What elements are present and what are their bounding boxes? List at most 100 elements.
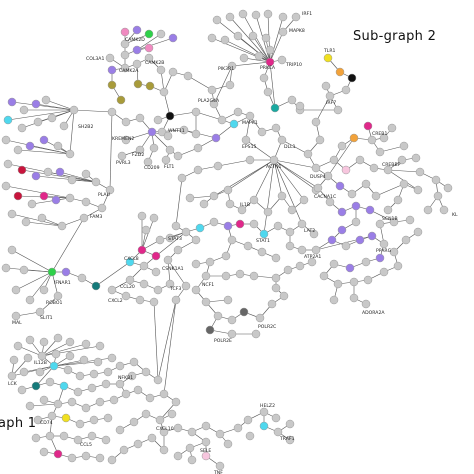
node-x42 bbox=[297, 219, 307, 229]
node-c13 bbox=[144, 53, 154, 63]
node-x75 bbox=[181, 281, 191, 291]
node-b5 bbox=[65, 337, 75, 347]
node-x72 bbox=[191, 235, 201, 245]
node-b96 bbox=[215, 461, 225, 471]
node-t1 bbox=[212, 15, 222, 25]
node-y11 bbox=[139, 279, 149, 289]
node-l5 bbox=[3, 115, 13, 125]
node-l38 bbox=[97, 203, 107, 213]
node-r69 bbox=[349, 293, 359, 303]
edge-l39-l45 bbox=[11, 249, 53, 273]
node-b42 bbox=[95, 397, 105, 407]
node-b72 bbox=[173, 423, 183, 433]
edge-b36-x76 bbox=[157, 299, 177, 381]
node-m1 bbox=[107, 107, 117, 117]
node-l50 bbox=[35, 307, 45, 317]
node-x31 bbox=[171, 221, 181, 231]
node-b50 bbox=[47, 411, 57, 421]
node-x61 bbox=[307, 257, 317, 267]
node-label-x45: ATP2A1 bbox=[304, 254, 321, 260]
node-x17 bbox=[193, 165, 203, 175]
edge-t11-t17 bbox=[237, 35, 271, 63]
node-label-y15: CXCL2 bbox=[108, 298, 123, 304]
node-x8 bbox=[241, 135, 251, 145]
node-c12 bbox=[132, 59, 142, 69]
node-r38 bbox=[311, 163, 321, 173]
node-l27 bbox=[13, 191, 23, 201]
node-x63 bbox=[201, 297, 211, 307]
node-label-c13: CAMK2B bbox=[145, 60, 164, 66]
node-y8 bbox=[139, 261, 149, 271]
edge-x8-x14 bbox=[245, 139, 275, 161]
node-l11 bbox=[1, 135, 11, 145]
node-label-r20: CREBBP bbox=[382, 162, 401, 168]
node-l34 bbox=[21, 217, 31, 227]
node-label-r44: CACNA1C bbox=[314, 194, 336, 200]
node-m5 bbox=[163, 131, 173, 141]
node-b70 bbox=[167, 409, 177, 419]
node-label-x74: CSNK1A1 bbox=[162, 266, 184, 272]
node-b19 bbox=[49, 361, 59, 371]
node-c16 bbox=[107, 80, 117, 90]
node-c19 bbox=[145, 81, 155, 91]
node-label-m7: FZD2 bbox=[132, 152, 144, 158]
node-r13 bbox=[399, 141, 409, 151]
node-t13 bbox=[261, 33, 271, 43]
node-t15 bbox=[254, 51, 264, 61]
node-t18 bbox=[277, 55, 287, 65]
edge-r39-x13 bbox=[281, 139, 309, 155]
node-b2 bbox=[25, 335, 35, 345]
node-b9 bbox=[23, 353, 33, 363]
node-y2 bbox=[149, 213, 159, 223]
node-b12 bbox=[65, 351, 75, 361]
node-x48 bbox=[243, 241, 253, 251]
node-x46 bbox=[311, 245, 321, 255]
node-y10 bbox=[125, 275, 135, 285]
node-x10 bbox=[193, 143, 203, 153]
node-r56 bbox=[375, 253, 385, 263]
node-x12 bbox=[271, 123, 281, 133]
node-b45 bbox=[133, 385, 143, 395]
node-label-b76: SELE bbox=[200, 448, 211, 454]
edge-x14-x22 bbox=[227, 159, 275, 191]
node-r44 bbox=[313, 183, 323, 193]
edge-b47-x76 bbox=[163, 299, 177, 395]
node-label-x13: DLL1 bbox=[284, 144, 296, 150]
node-r48 bbox=[365, 205, 375, 215]
node-x15 bbox=[245, 155, 255, 165]
node-r21 bbox=[397, 155, 407, 165]
node-m4 bbox=[147, 127, 157, 137]
node-x60 bbox=[295, 261, 305, 271]
node-y15 bbox=[121, 291, 131, 301]
node-label-r38: DUSP4 bbox=[310, 174, 326, 180]
node-b36 bbox=[153, 375, 163, 385]
node-label-m13: CD209 bbox=[144, 165, 160, 171]
node-x40 bbox=[273, 221, 283, 231]
node-r67 bbox=[401, 235, 411, 245]
node-r32 bbox=[383, 205, 393, 215]
node-x70 bbox=[279, 291, 289, 301]
node-label-m14: FLT1 bbox=[164, 164, 174, 170]
node-m13 bbox=[143, 157, 153, 167]
node-r71 bbox=[329, 295, 339, 305]
edge-b14-b19 bbox=[53, 361, 99, 367]
node-x21 bbox=[209, 191, 219, 201]
node-label-r55: PPARG bbox=[376, 248, 392, 254]
node-r23 bbox=[415, 167, 425, 177]
node-b16 bbox=[7, 371, 17, 381]
node-r18 bbox=[355, 155, 365, 165]
node-label-t7: IRF1 bbox=[302, 11, 312, 17]
node-b47 bbox=[159, 389, 169, 399]
node-l35 bbox=[37, 213, 47, 223]
node-b33 bbox=[115, 379, 125, 389]
node-m12 bbox=[117, 151, 127, 161]
node-x16 bbox=[213, 161, 223, 171]
node-l16 bbox=[65, 149, 75, 159]
node-b6 bbox=[81, 339, 91, 349]
node-m10 bbox=[179, 125, 189, 135]
node-x1 bbox=[207, 85, 217, 95]
node-t19 bbox=[259, 73, 269, 83]
node-b56 bbox=[45, 431, 55, 441]
node-b71 bbox=[159, 427, 169, 437]
node-b83 bbox=[259, 421, 269, 431]
